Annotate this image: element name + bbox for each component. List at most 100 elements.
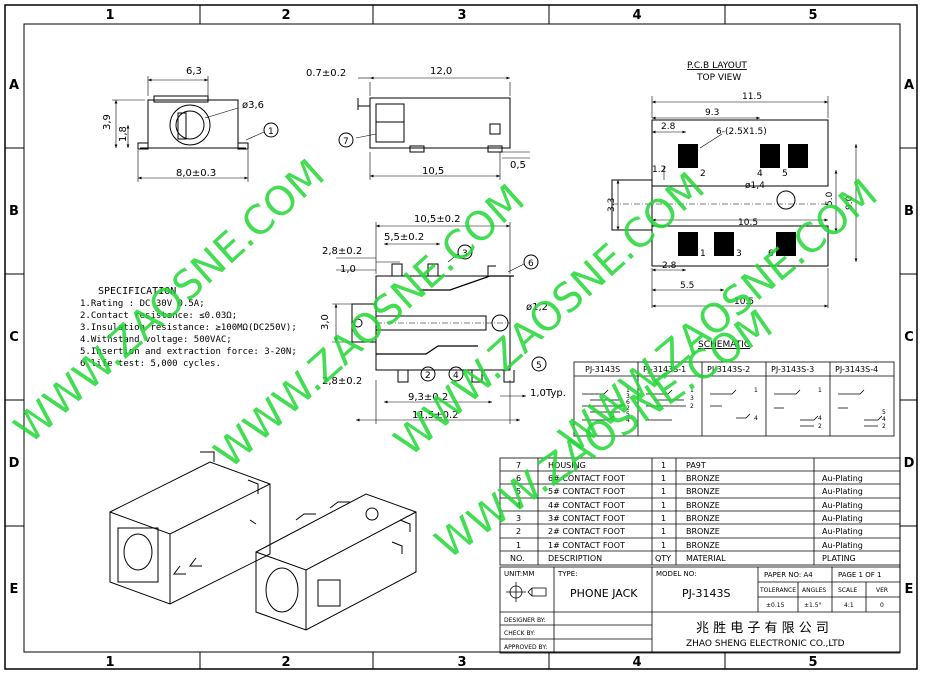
- schematic-pin: 2: [882, 423, 886, 430]
- bom-cell: BRONZE: [686, 474, 720, 483]
- pcb-dim-2-8-bottom: 2.8: [662, 261, 677, 271]
- bom-cell: 4# CONTACT FOOT: [548, 501, 625, 510]
- spec-line: 4.Withstand voltage: 500VAC;: [80, 335, 232, 345]
- callout-3: 3: [462, 249, 468, 259]
- pcb-pad-label: 1: [700, 249, 706, 259]
- schematic-model: PJ-3143S-1: [643, 365, 686, 374]
- bom-cell: 6: [516, 474, 521, 483]
- bom-cell: 1: [661, 461, 666, 470]
- title-block: [499, 566, 901, 654]
- angles-header: ANGLES: [802, 587, 826, 594]
- bom-cell: 5: [516, 487, 521, 496]
- bom-cell: BRONZE: [686, 501, 720, 510]
- row-label: E: [10, 582, 19, 597]
- schematic-table: [573, 361, 895, 437]
- schematic-model: PJ-3143S: [585, 365, 620, 374]
- row-label: B: [904, 204, 914, 219]
- schematic-pin: 2: [818, 423, 822, 430]
- bom-cell: Au-Plating: [822, 474, 863, 483]
- bom-cell: 1: [661, 541, 666, 550]
- bom-cell: Au-Plating: [822, 527, 863, 536]
- bom-cell: BRONZE: [686, 514, 720, 523]
- bom-cell: Au-Plating: [822, 501, 863, 510]
- bom-cell: 3# CONTACT FOOT: [548, 514, 625, 523]
- dim-top-height: 3,0: [320, 314, 331, 330]
- company-name-en: ZHAO SHENG ELECTRONIC CO.,LTD: [686, 639, 845, 649]
- bom-cell: 1: [661, 474, 666, 483]
- col-label: 2: [281, 655, 290, 670]
- spec-line: 6.life test: 5,000 cycles.: [80, 359, 221, 369]
- bom-header: DESCRIPTION: [548, 554, 602, 563]
- schematic-pin: 4: [754, 415, 758, 422]
- bom-cell: BRONZE: [686, 487, 720, 496]
- isometric-view-right: [255, 493, 417, 631]
- schematic-pin: 1: [626, 387, 630, 394]
- schematic-pin: 6: [626, 399, 630, 406]
- pcb-layout: [611, 96, 858, 308]
- row-label: D: [904, 456, 915, 471]
- callout-4: 4: [453, 371, 459, 381]
- pcb-pad: [714, 232, 734, 256]
- front-view: [112, 76, 279, 182]
- pcb-pad-label: 2: [700, 169, 706, 179]
- bom-cell: 1: [661, 487, 666, 496]
- dim-side-length: 12,0: [430, 66, 452, 77]
- col-label: 1: [105, 655, 114, 670]
- approved-label: APPROVED BY:: [504, 644, 547, 651]
- tolerance-value: ±0.15: [766, 602, 785, 609]
- pcb-title: P.C.B LAYOUT: [687, 61, 747, 71]
- callout-1: 1: [268, 127, 274, 137]
- type-label: TYPE:: [557, 570, 578, 578]
- pcb-pad: [760, 144, 780, 168]
- dim-top-left: 2,8±0.2: [322, 246, 362, 257]
- pcb-subtitle: TOP VIEW: [696, 73, 741, 83]
- schematic-model: PJ-3143S-2: [707, 365, 750, 374]
- dim-side-body: 10,5: [422, 166, 444, 177]
- paper-no: PAPER NO: A4: [764, 571, 813, 579]
- pcb-pad: [678, 232, 698, 256]
- dim-top-left-bottom: 2,8±0.2: [322, 376, 362, 387]
- bom-cell: 2# CONTACT FOOT: [548, 527, 625, 536]
- spec-line: 3.Insulation resistance: ≥100MΩ(DC250V);: [80, 323, 297, 333]
- bom-cell: HOUSING: [548, 461, 586, 470]
- dim-top-overall: 11,5±0.2: [412, 410, 459, 421]
- check-label: CHECK BY:: [504, 630, 535, 637]
- pcb-dim-3-3: 3.3: [607, 198, 617, 212]
- bom-header: MATERIAL: [686, 554, 726, 563]
- bom-cell: Au-Plating: [822, 487, 863, 496]
- bom-cell: BRONZE: [686, 527, 720, 536]
- dim-side-offset: 0.7±0.2: [306, 68, 346, 79]
- schematic-pin: 4: [882, 416, 886, 423]
- pcb-dim-10-5-bottom: 10.5: [734, 297, 754, 307]
- dim-top-pins: 9,3±0.2: [408, 392, 448, 403]
- bom-header: PLATING: [822, 554, 856, 563]
- schematic-pin: 4: [818, 415, 822, 422]
- callout-7: 7: [343, 137, 349, 147]
- bom-cell: 1: [661, 527, 666, 536]
- pcb-dim-2-8-top: 2.8: [661, 122, 676, 132]
- row-label: D: [9, 456, 20, 471]
- dim-top-hole: ø1,2: [526, 302, 548, 313]
- pcb-pad-label: 3: [736, 249, 742, 259]
- scale-header: SCALE: [838, 587, 857, 594]
- dim-top-typ: 1,0Typ.: [530, 388, 566, 399]
- schematic-pin: 4: [626, 417, 630, 424]
- bom-cell: 6# CONTACT FOOT: [548, 474, 625, 483]
- bom-cell: Au-Plating: [822, 514, 863, 523]
- schematic-title: SCHEMATIC: [698, 340, 750, 350]
- top-view: [332, 222, 547, 424]
- schematic-model: PJ-3143S-3: [771, 365, 814, 374]
- isometric-view-left: [109, 451, 271, 605]
- col-label: 4: [632, 655, 641, 670]
- dim-front-hole: ø3,6: [242, 100, 264, 111]
- row-label: B: [9, 204, 19, 219]
- pcb-pad-label: 4: [757, 169, 763, 179]
- dim-front-inner: 1,8: [118, 126, 129, 142]
- dim-front-bottom: 8,0±0.3: [176, 168, 216, 179]
- dim-top-pitch: 5,5±0.2: [384, 232, 424, 243]
- tolerance-header: TOLERANCE: [759, 587, 796, 594]
- schematic-pin: 1: [818, 387, 822, 394]
- callout-5: 5: [536, 361, 542, 371]
- dim-front-height: 3,9: [102, 114, 113, 130]
- schematic-pin: 2: [690, 403, 694, 410]
